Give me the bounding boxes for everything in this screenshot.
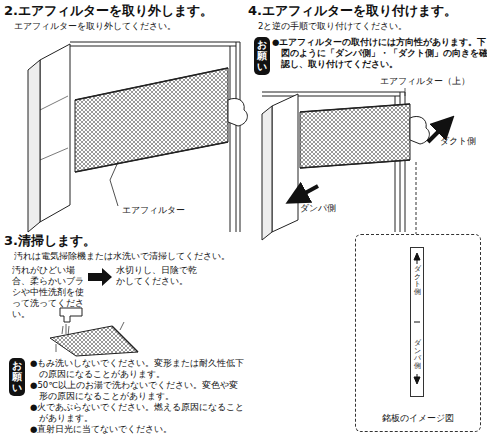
inset-caption: 銘板のイメージ図 <box>356 413 480 425</box>
washing-figure <box>50 308 138 356</box>
damper-direction-arrow <box>296 186 318 198</box>
leader-line <box>416 162 417 234</box>
instruction-text: 汚れがひどい場合、柔らかいブラシや中性洗剤を使って洗ってください。 <box>12 265 86 320</box>
instruction-text: 水切りし、日陰で乾かしてください。 <box>116 265 200 287</box>
request-badge: お願い <box>254 37 270 75</box>
caution-note: ●直射日光に当てないでください。 <box>30 424 247 435</box>
badge-text: お願い <box>12 360 22 393</box>
plate-text: ダンパ側 <box>411 340 423 371</box>
caution-note: ●50℃以上のお湯で洗わないでください。変色や変形の原因になることがあります。 <box>30 380 247 402</box>
cabinet-figure-1 <box>28 42 247 232</box>
instruction-text: 汚れは電気掃除機または水洗いで清掃してください。 <box>14 251 244 262</box>
plate-text: ダクト側 <box>411 266 423 297</box>
part-label: エアフィルター <box>122 205 202 216</box>
section-heading: 3.清掃します。 <box>4 233 224 250</box>
section-heading: 4.エアフィルターを取り付けます。 <box>248 3 486 20</box>
block-arrow <box>88 268 112 286</box>
instruction-text: 2と逆の手順で取り付けてください。 <box>258 21 483 32</box>
nameplate: ダクト側ダンパ側 <box>410 247 424 397</box>
badge-text: お願い <box>257 39 267 72</box>
direction-label: ダクト側 <box>440 136 485 147</box>
leader-line <box>405 88 406 96</box>
part-label: エアフィルター（上） <box>380 76 484 87</box>
instruction-text: エアフィルターを取り外してください。 <box>14 21 244 32</box>
caution-note: ●もみ洗いしないでください。変形または耐久性低下の原因になることがあります。 <box>30 358 247 380</box>
direction-label: ダンパ側 <box>300 203 350 214</box>
caution-note: ●エアフィルターの取付けには方向性があります。下図のように「ダンパ側」・「ダクト… <box>272 37 487 70</box>
section-heading: 2.エアフィルターを取り外します。 <box>4 3 244 20</box>
request-badge: お願い <box>9 358 25 396</box>
inset-frame: 銘板のイメージ図 ダクト側ダンパ側 <box>355 234 481 432</box>
caution-note: ●火であぶらないでください。燃える原因になることがあります。 <box>30 402 247 424</box>
cabinet-figure-2 <box>262 92 429 240</box>
